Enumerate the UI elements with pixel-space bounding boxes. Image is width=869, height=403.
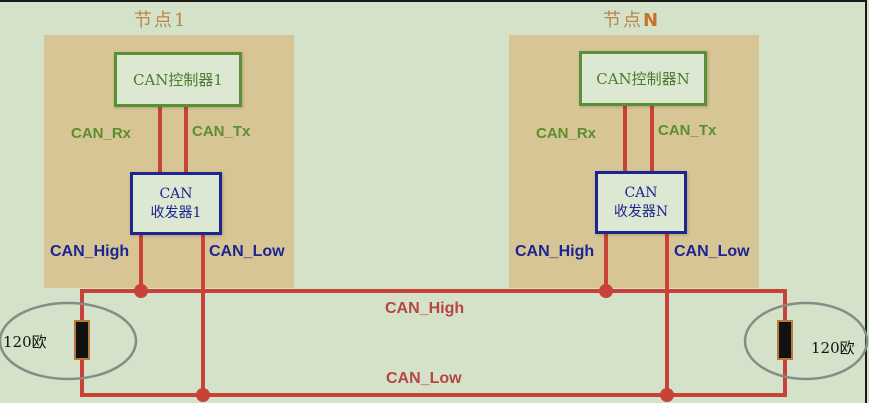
bus-high-label: CAN_High: [385, 300, 465, 317]
left-resistor-icon: [74, 320, 90, 360]
right-resistor-icon: [777, 320, 793, 360]
node-1-title-suffix: 1: [174, 10, 188, 31]
node-1-high-label: CAN_High: [50, 243, 130, 260]
node-n-controller-label: CAN控制器N: [596, 70, 690, 88]
bus-low-label: CAN_Low: [386, 370, 462, 387]
node-1-high-junction: [134, 284, 148, 298]
node-n-title-text: 节点: [603, 10, 643, 31]
node-n-low-label: CAN_Low: [674, 243, 750, 260]
node-1-rx-label: CAN_Rx: [71, 125, 132, 142]
node-1-transceiver-line2: 收发器1: [150, 204, 202, 221]
node-1-transceiver: CAN 收发器1: [130, 172, 222, 235]
node-n-high-label: CAN_High: [515, 243, 595, 260]
node-n-transceiver-line2: 收发器N: [613, 203, 669, 220]
node-1-transceiver-line1: CAN: [159, 185, 193, 202]
right-terminator-highlight: [743, 301, 869, 381]
node-1-title: 节点1: [134, 6, 187, 32]
node-1-controller-label: CAN控制器1: [133, 71, 223, 89]
node-n-high-junction: [599, 284, 613, 298]
node-n-controller: CAN控制器N: [579, 51, 707, 106]
node-1-low-label: CAN_Low: [209, 243, 285, 260]
node-1-tx-label: CAN_Tx: [192, 123, 251, 140]
node-n-low-junction: [660, 388, 674, 402]
left-terminator-label: 120欧: [3, 333, 47, 351]
node-1-title-text: 节点: [134, 10, 174, 31]
node-n-title: 节点N: [603, 6, 660, 32]
node-n-title-suffix: N: [643, 10, 661, 31]
node-1-low-junction: [196, 388, 210, 402]
left-terminator-highlight: [0, 301, 138, 381]
bus-high-line: [80, 289, 787, 330]
node-n-transceiver-line1: CAN: [624, 184, 658, 201]
node-n-tx-label: CAN_Tx: [658, 122, 717, 139]
node-n-transceiver: CAN 收发器N: [595, 171, 687, 234]
node-n-rx-label: CAN_Rx: [536, 125, 597, 142]
right-terminator-label: 120欧: [811, 339, 855, 357]
node-1-controller: CAN控制器1: [114, 52, 242, 107]
